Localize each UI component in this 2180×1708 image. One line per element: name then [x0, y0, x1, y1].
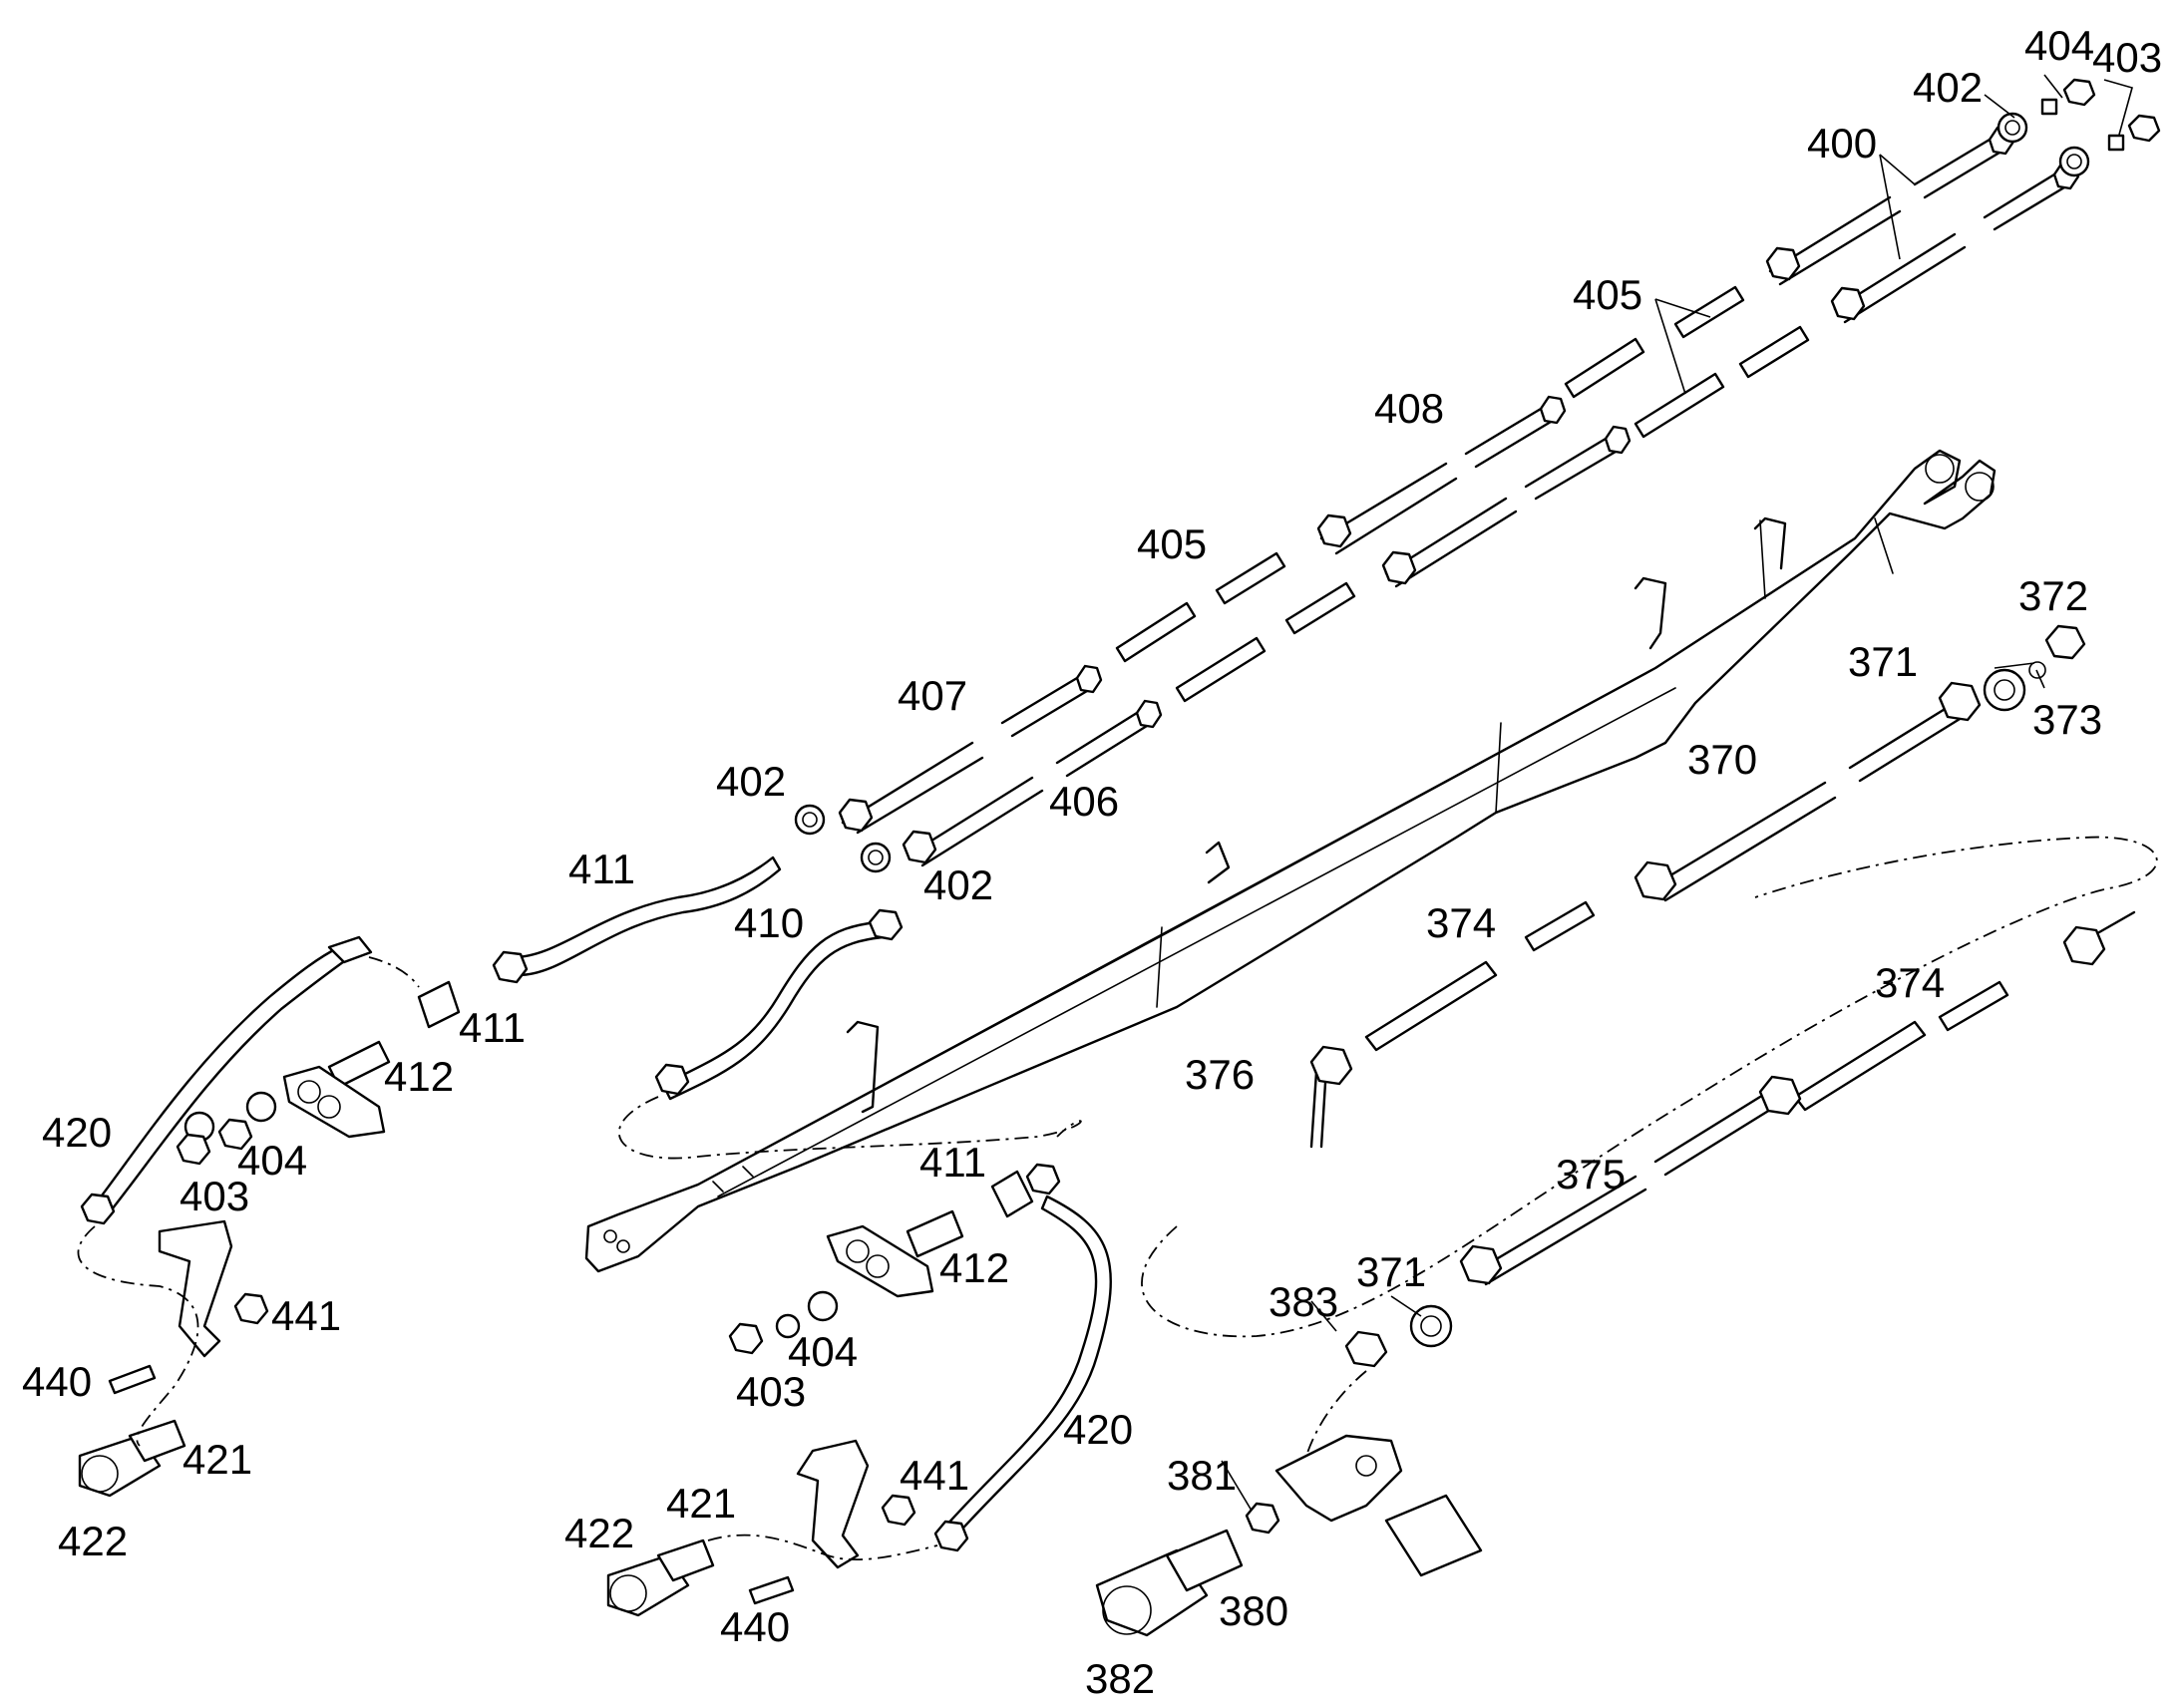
callout-383: 383 — [1269, 1278, 1338, 1325]
callouts: 404 403 402 400 405 408 405 407 372 371 … — [22, 22, 2162, 1702]
callout-404-top: 404 — [2024, 22, 2094, 69]
callout-380: 380 — [1219, 1587, 1288, 1634]
callout-375: 375 — [1556, 1151, 1626, 1197]
callout-410: 410 — [734, 899, 804, 946]
callout-371-lower: 371 — [1356, 1248, 1426, 1295]
callout-374-upper: 374 — [1426, 899, 1496, 946]
callout-403-middle: 403 — [736, 1368, 806, 1415]
callout-441-middle: 441 — [900, 1452, 969, 1499]
callout-402-top: 402 — [1913, 64, 1983, 111]
hose-assembly-left — [77, 855, 782, 1498]
callout-374-lower: 374 — [1875, 959, 1945, 1006]
callout-411-left: 411 — [459, 1004, 526, 1051]
callout-440-left: 440 — [22, 1358, 92, 1405]
leader-lines — [1221, 74, 2133, 1512]
callout-405-middle: 405 — [1137, 520, 1207, 567]
callout-382: 382 — [1085, 1655, 1155, 1702]
callout-412-left: 412 — [384, 1053, 454, 1100]
callout-400: 400 — [1807, 120, 1877, 167]
callout-422-middle: 422 — [564, 1510, 634, 1556]
callout-406: 406 — [1049, 778, 1119, 825]
callout-440-middle: 440 — [720, 1603, 790, 1650]
pipe-row-lower — [1141, 624, 2158, 1368]
callout-403-left: 403 — [180, 1173, 249, 1219]
boom-arm — [584, 449, 1997, 1273]
callout-411-middle: 411 — [919, 1139, 986, 1186]
callout-404-middle: 404 — [788, 1328, 858, 1375]
callout-421-middle: 421 — [666, 1480, 736, 1527]
callout-408: 408 — [1374, 385, 1444, 432]
coupler-assembly-right — [1095, 1370, 1483, 1637]
callout-373: 373 — [2032, 696, 2102, 743]
callout-372: 372 — [2018, 572, 2088, 619]
callout-420-middle: 420 — [1063, 1406, 1133, 1453]
callout-422-left: 422 — [58, 1518, 128, 1564]
callout-420-left: 420 — [42, 1109, 112, 1156]
hose-assembly-middle — [606, 908, 1112, 1617]
callout-421-left: 421 — [182, 1436, 252, 1483]
callout-405-upper: 405 — [1573, 271, 1642, 318]
callout-441-left: 441 — [271, 1292, 341, 1339]
callout-403-top: 403 — [2092, 34, 2162, 81]
callout-402-right: 402 — [923, 861, 993, 908]
callout-376: 376 — [1185, 1051, 1255, 1098]
pipe-row-upper — [794, 78, 2161, 873]
callout-411-upper: 411 — [568, 846, 635, 892]
callout-381: 381 — [1167, 1452, 1237, 1499]
callout-370: 370 — [1687, 736, 1757, 783]
callout-412-middle: 412 — [939, 1244, 1009, 1291]
callout-404-left: 404 — [237, 1137, 307, 1184]
callout-407: 407 — [898, 672, 967, 719]
callout-402-left: 402 — [716, 758, 786, 805]
callout-371-upper: 371 — [1848, 638, 1918, 685]
